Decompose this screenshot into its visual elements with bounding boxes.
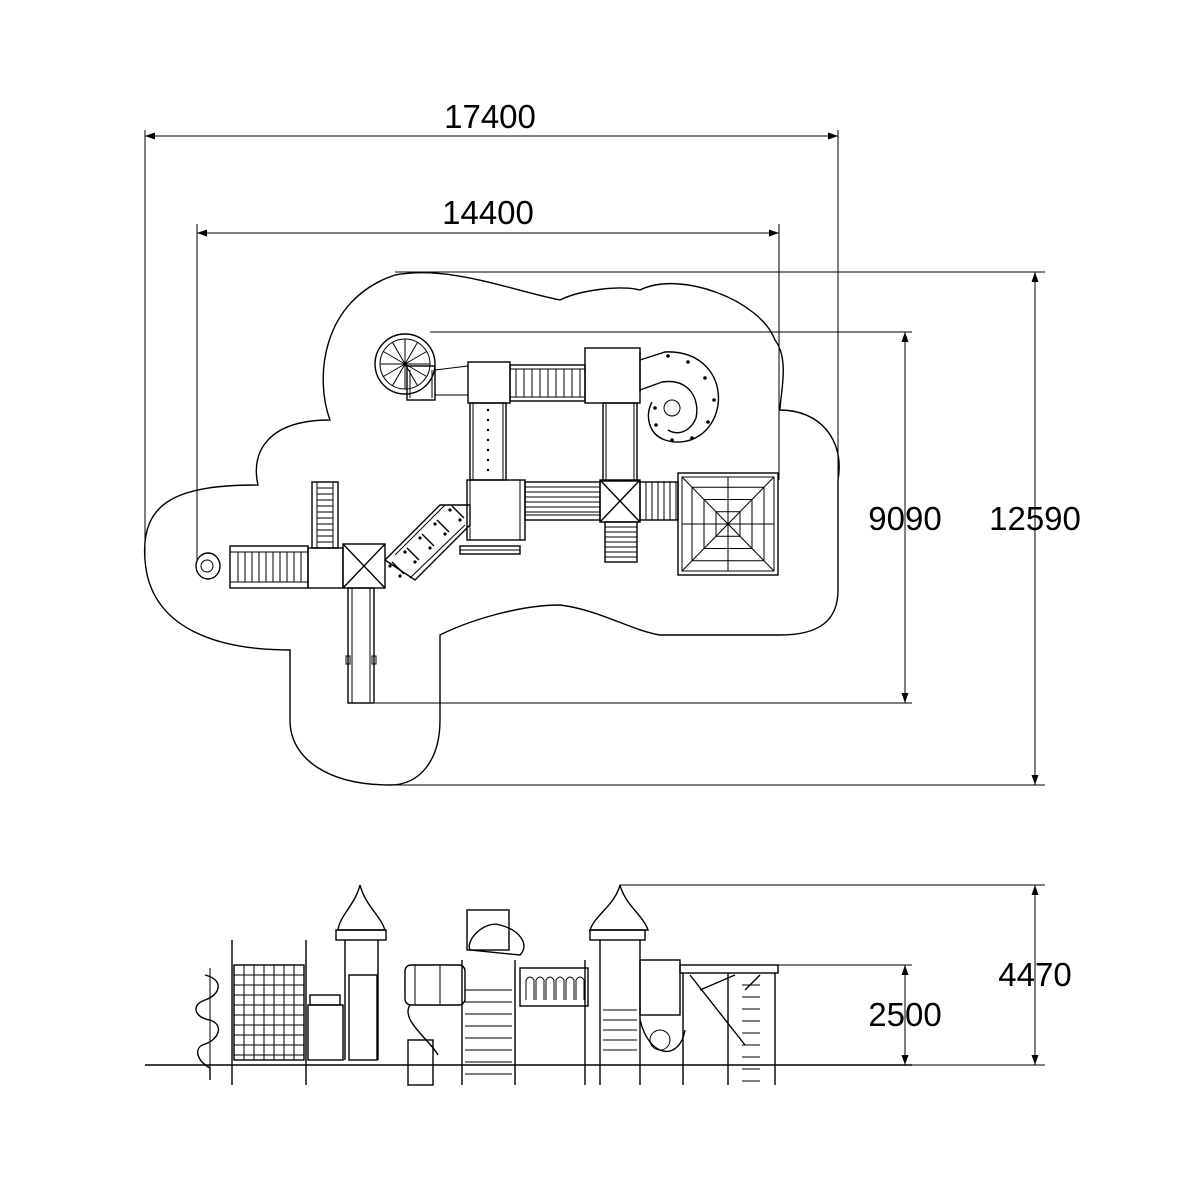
bridge-arch (535, 976, 545, 1000)
bolt-dot (448, 508, 452, 512)
detail-line (391, 561, 405, 575)
dim-structure-depth: 9090 (868, 500, 941, 537)
upper-bridge-left-column (469, 402, 507, 481)
climbing-wall (231, 940, 307, 1085)
net-frame-side (679, 964, 779, 1085)
left-bridge (195, 545, 344, 589)
side-elevation: 4470 2500 (145, 884, 1072, 1086)
detail-line (727, 476, 775, 525)
dim-structure-width: 14400 (442, 194, 534, 231)
tube-slide-diagonal (383, 504, 471, 581)
bolt-dot (686, 360, 690, 364)
bolt-dot (486, 448, 490, 452)
bolt-dot (706, 420, 710, 424)
bolt-dot (653, 406, 657, 410)
bolt-dot (413, 560, 417, 564)
safety-zone-outline (143, 272, 840, 786)
platform-right (599, 479, 641, 523)
bridge-arch (545, 976, 555, 1000)
detail-line (404, 342, 418, 365)
bolt-dot (443, 532, 447, 536)
bolt-dot (712, 398, 716, 402)
detail-line (404, 351, 427, 365)
detail-line (451, 505, 465, 519)
spiral-slide (639, 351, 720, 443)
bolt-dot (486, 438, 490, 442)
detail-line (436, 519, 450, 533)
spider-net-frame (677, 472, 779, 576)
detail-line (392, 363, 406, 386)
round-tower (374, 333, 469, 401)
upper-tower-right (584, 347, 641, 404)
bolt-dot (486, 468, 490, 472)
bolt-dot (486, 408, 490, 412)
bolt-dot (388, 564, 392, 568)
bolt-dot (486, 418, 490, 422)
bolt-dot (654, 423, 658, 427)
detail-line (383, 363, 406, 377)
tower-left-onion-roof (307, 884, 387, 1061)
tube-slide-side (404, 964, 466, 1086)
dim-overall-depth: 12590 (989, 500, 1081, 537)
net-bridge (639, 481, 679, 521)
upper-bridge-right-column (602, 402, 638, 482)
upper-tower-left (467, 361, 511, 404)
bolt-dot (458, 518, 462, 522)
bridge-arch (525, 976, 535, 1000)
platform-left (342, 543, 386, 589)
bolt-dot (690, 436, 694, 440)
bolt-dot (670, 438, 674, 442)
slide-left-top (311, 481, 339, 549)
detail-line (681, 476, 729, 525)
tower-right-onion-roof (589, 884, 649, 1085)
top-bridge (509, 364, 586, 402)
spiral-slide-side (639, 959, 686, 1053)
dim-total-height: 4470 (998, 956, 1071, 993)
slide-bottom (345, 587, 377, 704)
detail-line (406, 547, 420, 561)
bolt-dot (703, 376, 707, 380)
detail-line (421, 533, 435, 547)
detail-line (681, 523, 729, 572)
bolt-dot (403, 550, 407, 554)
bridge-side (519, 960, 589, 1085)
detail-line (383, 351, 406, 365)
bolt-dot (486, 458, 490, 462)
bolt-dot (486, 428, 490, 432)
bolt-dot (666, 354, 670, 358)
central-tower (459, 479, 526, 555)
bridge-arch (555, 976, 565, 1000)
bolt-dot (418, 536, 422, 540)
middle-bridge (524, 481, 601, 521)
dim-platform-height: 2500 (868, 996, 941, 1033)
bolt-dot (398, 574, 402, 578)
detail-line (392, 342, 406, 365)
detail-line (727, 523, 775, 572)
central-tower-side (461, 909, 525, 1085)
bolt-dot (428, 546, 432, 550)
bridge-arch (575, 976, 585, 1000)
spiral-climber (195, 968, 220, 1080)
dim-overall-width: 17400 (444, 98, 536, 135)
bolt-dot (433, 522, 437, 526)
ladder-plan (604, 521, 638, 563)
plan-view: 17400 14400 9090 12590 (143, 98, 1081, 786)
bridge-arch (565, 976, 575, 1000)
